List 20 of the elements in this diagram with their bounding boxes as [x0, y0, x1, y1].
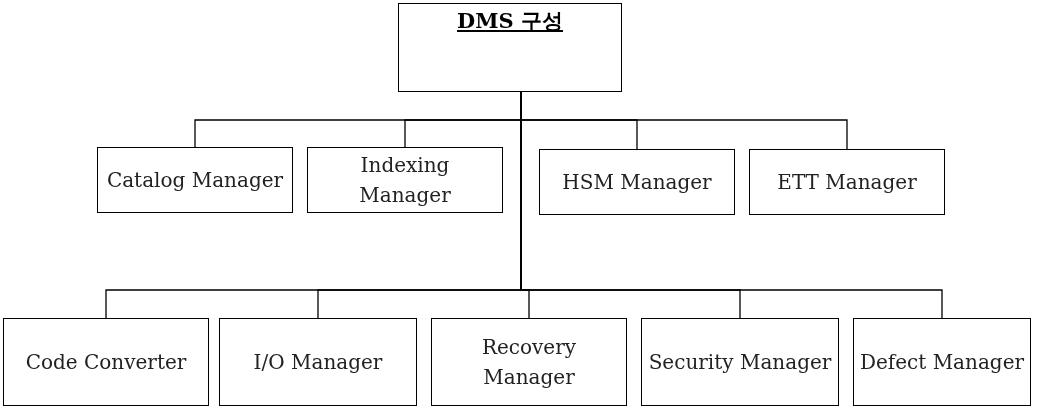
module-box	[749, 149, 945, 215]
module-label: Recovery Manager	[480, 334, 578, 391]
module-label: ETT Manager	[776, 169, 918, 196]
module-box	[97, 147, 293, 213]
module-label: Code Converter	[24, 349, 188, 376]
module-box	[307, 147, 503, 213]
module-box	[219, 318, 417, 406]
module-box	[3, 318, 209, 406]
module-label: Indexing Manager	[358, 152, 452, 209]
diagram-heading: DMS 구성	[457, 8, 563, 35]
module-box	[539, 149, 735, 215]
module-box	[641, 318, 839, 406]
root-box	[398, 3, 622, 92]
module-box	[431, 318, 627, 406]
module-label: HSM Manager	[561, 169, 713, 196]
module-label: I/O Manager	[252, 349, 384, 376]
module-label: Defect Manager	[858, 349, 1026, 376]
module-label: Catalog Manager	[105, 167, 285, 194]
module-box	[853, 318, 1031, 406]
module-label: Security Manager	[647, 349, 833, 376]
